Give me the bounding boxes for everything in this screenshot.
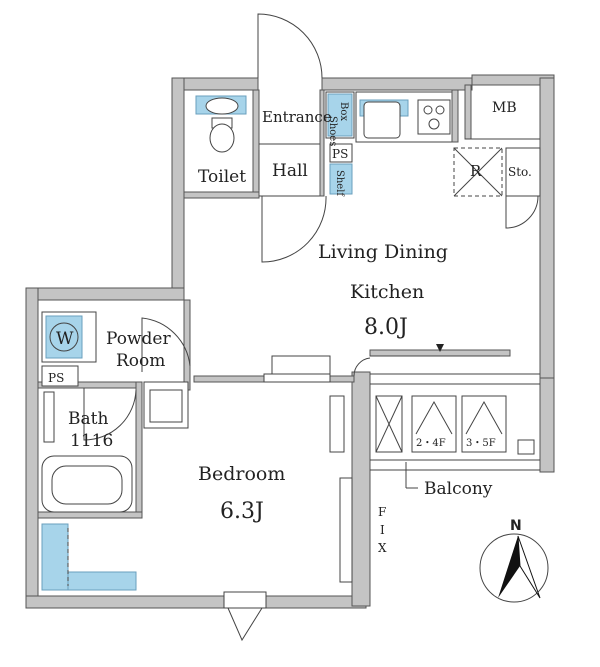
- refrigerator-label: R: [470, 162, 482, 180]
- ldk-label-line1: Living Dining: [318, 241, 448, 263]
- fixtures: [41, 91, 535, 591]
- outdoor-unit-label-1: 2・4F: [416, 438, 446, 449]
- shoes-box-label-line1: Shoes: [327, 116, 338, 146]
- ldk-label-line2: Kitchen: [350, 281, 424, 303]
- shoes-box-label-line2: Box: [338, 102, 349, 121]
- interior-partitions: [37, 84, 541, 519]
- bedroom-size: 6.3J: [220, 499, 264, 524]
- north-compass: N: [479, 518, 549, 603]
- powder-room-label-line2: Room: [116, 351, 165, 371]
- bedroom-label: Bedroom: [198, 463, 285, 485]
- doors: [83, 13, 539, 642]
- north-label: N: [510, 518, 522, 534]
- bath-label: Bath: [68, 409, 108, 429]
- hall-label: Hall: [272, 161, 308, 181]
- ps-top-label: PS: [332, 147, 348, 161]
- bath-size: 1116: [70, 431, 113, 451]
- toilet-label: Toilet: [198, 167, 246, 187]
- powder-room-label-line1: Powder: [106, 329, 171, 349]
- ldk-size: 8.0J: [364, 315, 408, 340]
- mb-label: MB: [492, 100, 517, 116]
- fix-label-f: F: [378, 505, 386, 519]
- balcony-label: Balcony: [424, 479, 493, 499]
- fix-label-x: X: [378, 541, 387, 555]
- north-arrow-icon: [498, 536, 520, 598]
- ps-left-label: PS: [48, 371, 64, 385]
- exterior-walls: [25, 74, 555, 609]
- storage-label: Sto.: [508, 165, 532, 179]
- entrance-label: Entrance: [262, 108, 332, 126]
- fix-label-i: I: [380, 523, 385, 537]
- shelf-label: Shelf: [334, 170, 345, 197]
- washer-label: W: [56, 329, 74, 349]
- outdoor-unit-label-2: 3・5F: [466, 438, 496, 449]
